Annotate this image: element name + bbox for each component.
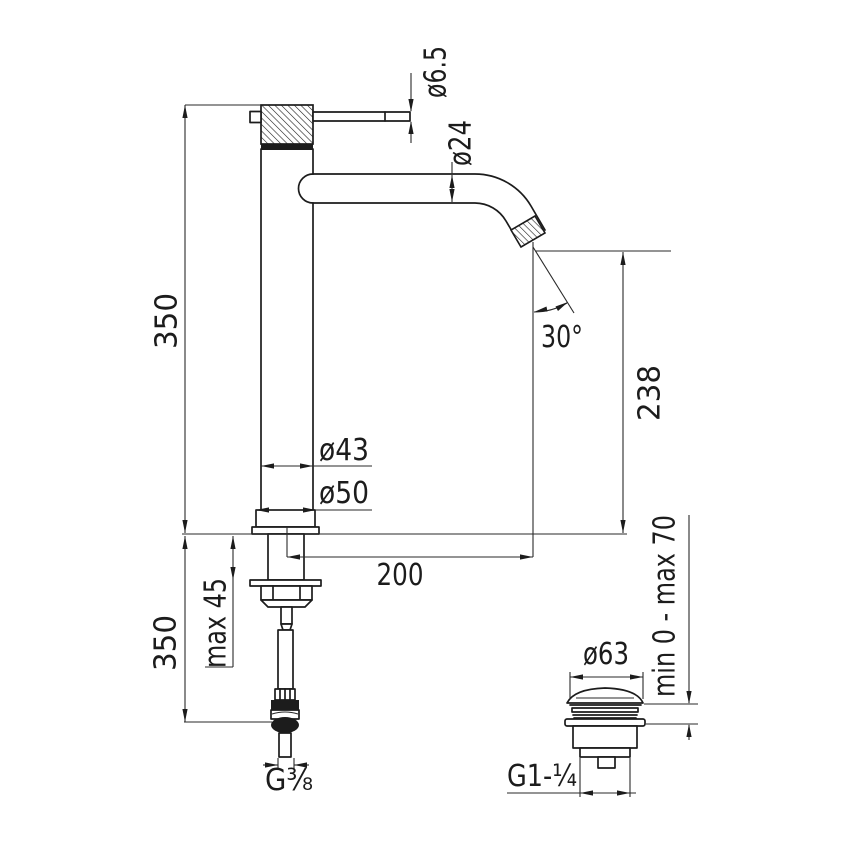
dim-label-spout-diameter: ø24 (444, 120, 479, 166)
dim-waste-connection: G1-¼ (507, 758, 636, 797)
lever-rod (312, 111, 411, 122)
dim-label-waste-cap-diameter: ø63 (583, 637, 629, 672)
hose-nut (270, 700, 300, 733)
dim-label-lever-diameter: ø6.5 (419, 46, 454, 98)
base (251, 509, 320, 535)
dim-label-waste-connection: G1-¼ (507, 759, 577, 794)
plug-dome-cap (566, 687, 644, 704)
faucet (249, 104, 547, 758)
plug-body (572, 725, 638, 749)
dim-spout-diameter: ø24 (444, 120, 479, 202)
dim-label-max-deck-thickness: max 45 (199, 578, 234, 668)
dim-waste-height-adjustment: min 0 - max 70 (644, 515, 698, 740)
plug-thread-tail (579, 747, 631, 758)
dim-max-deck-thickness: max 45 (199, 536, 236, 668)
dim-label-base-diameter: ø50 (319, 476, 369, 511)
handle (249, 104, 411, 150)
dim-label-spout-angle: 30° (541, 320, 583, 355)
dim-supply-connection: G³⁄₈ (263, 758, 313, 798)
dim-label-waste-height-adjustment: min 0 - max 70 (648, 515, 683, 697)
washer (249, 579, 322, 587)
dim-lever-diameter: ø6.5 (408, 46, 454, 143)
dim-label-outlet-height: 238 (633, 365, 668, 421)
dim-base-diameter: ø50 (256, 476, 372, 513)
mounting-hardware (249, 533, 322, 631)
dim-label-supply-connection: G³⁄₈ (265, 763, 313, 798)
faucet-body (260, 148, 314, 511)
connector-tail (278, 732, 292, 758)
dim-waste-cap-diameter: ø63 (569, 637, 644, 699)
spout (297, 173, 547, 249)
dim-label-hose-length: 350 (149, 615, 184, 671)
dim-hose-length: 350 (149, 536, 272, 723)
dim-label-body-diameter: ø43 (319, 433, 369, 468)
dim-spout-reach: 200 (286, 242, 534, 593)
plug-tab (597, 756, 616, 769)
dim-height-above-deck: 350 (150, 104, 261, 533)
dim-spout-angle: 30° (532, 246, 583, 355)
drain-plug (564, 687, 646, 769)
dim-label-spout-reach: 200 (377, 558, 424, 593)
handle-hatched-block (260, 104, 314, 145)
dim-label-height-above-deck: 350 (150, 293, 185, 349)
handle-base-band (261, 144, 313, 150)
dim-body-diameter: ø43 (261, 433, 372, 469)
plug-flange (564, 718, 646, 727)
aerator-hatched (509, 214, 547, 249)
mounting-nut (260, 585, 313, 601)
supply-hose (270, 629, 300, 758)
dim-outlet-height: 238 (535, 250, 671, 533)
lever-pin (249, 110, 262, 124)
